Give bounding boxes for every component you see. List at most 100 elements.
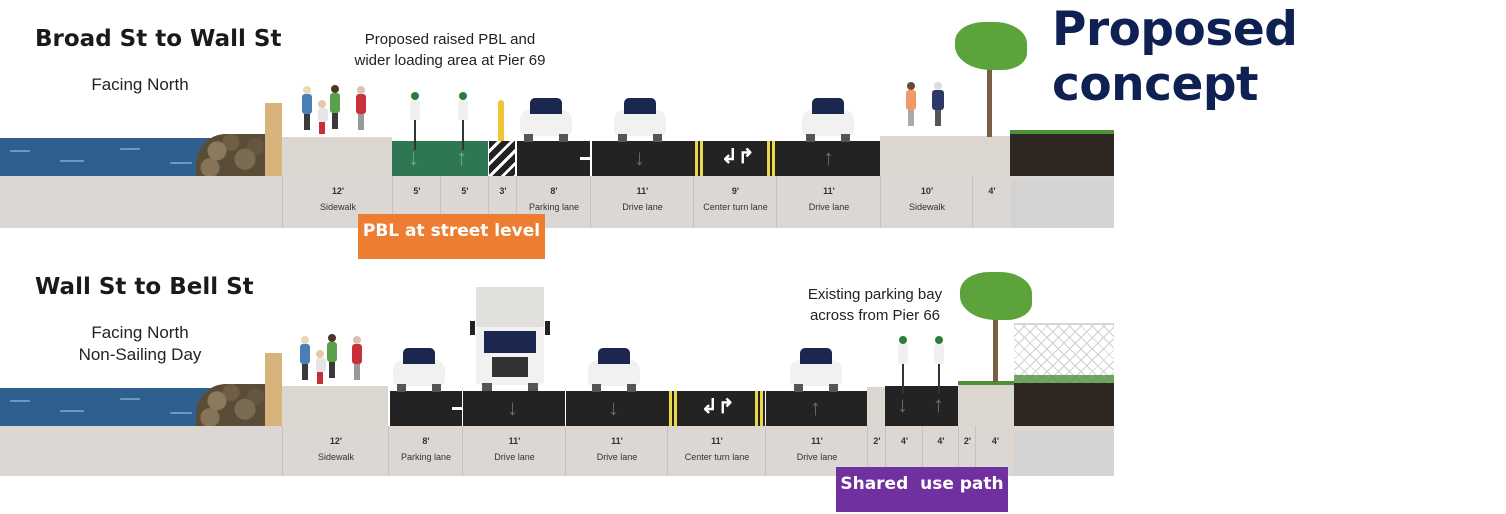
turn-arrows-icon: ↲↱ <box>721 146 755 168</box>
tree-canopy <box>955 22 1027 70</box>
cyclist-icon <box>934 336 944 394</box>
segment-label: 2' <box>958 426 976 476</box>
arrow-down-icon: ↓ <box>408 145 419 170</box>
segment-label: 4' <box>885 426 923 476</box>
pedestrian-icon <box>316 350 326 384</box>
car-icon <box>393 346 445 392</box>
bollard-icon <box>498 100 504 141</box>
tree-icon <box>993 290 998 382</box>
turn-arrows-icon: ↲↱ <box>701 396 735 418</box>
segment-label: 4' <box>972 176 1011 228</box>
segment-label: 12'Sidewalk <box>282 176 393 228</box>
segment-label: 10'Sidewalk <box>880 176 973 228</box>
arrow-down-icon: ↓ <box>507 395 518 420</box>
arrow-down-icon: ↓ <box>608 395 619 420</box>
proposed-concept-title: Proposed concept <box>1052 2 1298 112</box>
section-title: Wall St to Bell St <box>35 274 254 300</box>
car-icon <box>790 346 842 392</box>
parking-lane <box>390 391 462 426</box>
drive-lane: ↓ <box>463 391 565 426</box>
segment-label: 3' <box>488 176 517 228</box>
note-line: across from Pier 66 <box>809 307 941 324</box>
cyclist-icon <box>898 336 908 394</box>
segment-label: 5' <box>392 176 441 228</box>
arrow-up-icon: ↑ <box>810 395 821 420</box>
buffer-curb <box>867 387 885 426</box>
pedestrian-icon <box>300 336 310 380</box>
buffer-hatching <box>489 141 515 176</box>
segment-label: 2' <box>867 426 886 476</box>
pedestrian-icon <box>302 86 312 130</box>
arrow-down-icon: ↓ <box>897 392 908 417</box>
segment-label: 9'Center turn lane <box>693 176 777 228</box>
pedestrian-icon <box>330 85 340 129</box>
parking-lane <box>517 141 590 176</box>
pedestrian-icon <box>327 334 337 378</box>
rock-revetment <box>196 384 266 426</box>
drive-lane: ↓ <box>566 391 667 426</box>
rock-revetment <box>196 134 266 176</box>
note-line: Existing parking bay <box>807 286 943 303</box>
landscape-strip <box>1014 383 1114 426</box>
seawall-pillar <box>265 353 282 426</box>
segment-label: 11'Drive lane <box>765 426 868 476</box>
segment-label: 8'Parking lane <box>516 176 591 228</box>
segment-label: 12'Sidewalk <box>282 426 389 476</box>
car-icon <box>520 96 572 142</box>
arrow-up-icon: ↑ <box>933 392 944 417</box>
segment-label: 4' <box>975 426 1015 476</box>
segment-label: 4' <box>922 426 959 476</box>
pedestrian-icon <box>906 82 916 126</box>
landscape-strip <box>1010 133 1114 176</box>
segment-label: 5' <box>440 176 489 228</box>
pedestrian-icon <box>352 336 362 380</box>
car-icon <box>614 96 666 142</box>
center-turn-lane: ↲↱ <box>693 141 777 176</box>
note-line: wider loading area at Pier 69 <box>354 52 546 69</box>
truck-icon <box>470 287 550 391</box>
segment-label: 11'Drive lane <box>776 176 881 228</box>
pedestrian-icon <box>356 86 366 130</box>
cyclist-icon <box>458 92 468 150</box>
sidewalk-left <box>282 386 388 426</box>
segment-label: 8'Parking lane <box>388 426 463 476</box>
section-note: Existing parking bay across from Pier 66 <box>790 284 960 326</box>
drive-lane: ↑ <box>766 391 867 426</box>
subtitle-line: Facing North <box>91 323 189 342</box>
section-subtitle: Facing North <box>60 74 220 96</box>
section-note: Proposed raised PBL and wider loading ar… <box>330 29 570 71</box>
shared-use-path: ↓ ↑ <box>885 386 958 426</box>
tree-icon <box>987 40 992 137</box>
pedestrian-icon <box>318 100 328 134</box>
arrow-up-icon: ↑ <box>823 145 834 170</box>
drive-lane: ↑ <box>777 141 880 176</box>
section-title: Broad St to Wall St <box>35 26 282 52</box>
section-subtitle: Facing North Non-Sailing Day <box>55 322 225 366</box>
water <box>0 388 230 426</box>
grass <box>958 381 1014 385</box>
segment-label: 11'Drive lane <box>565 426 668 476</box>
water <box>0 138 230 176</box>
cyclist-icon <box>410 92 420 150</box>
shared-use-path-callout: Shared use path <box>836 467 1008 512</box>
arrow-up-icon: ↑ <box>456 145 467 170</box>
planter-strip <box>958 384 1014 426</box>
subtitle-line: Non-Sailing Day <box>78 345 202 364</box>
segment-label: 11'Drive lane <box>590 176 694 228</box>
segment-label: 11'Center turn lane <box>667 426 766 476</box>
subtitle-line: Facing North <box>91 75 189 94</box>
seawall-pillar <box>265 103 282 176</box>
center-turn-lane: ↲↱ <box>667 391 765 426</box>
arrow-down-icon: ↓ <box>634 145 645 170</box>
sidewalk-right <box>880 136 1010 176</box>
grass <box>1014 375 1114 383</box>
chain-link-fence <box>1014 323 1114 383</box>
pbl-at-street-level-callout: PBL at street level <box>358 214 545 259</box>
drive-lane: ↓ <box>592 141 693 176</box>
dimension-band: 12'Sidewalk 5' 5' 3' 8'Parking lane 11'D… <box>0 176 1114 228</box>
segment-label: 11'Drive lane <box>462 426 566 476</box>
pedestrian-icon <box>932 82 944 126</box>
note-line: Proposed raised PBL and <box>364 31 536 48</box>
bike-lane: ↓ ↑ <box>392 141 488 176</box>
car-icon <box>802 96 854 142</box>
